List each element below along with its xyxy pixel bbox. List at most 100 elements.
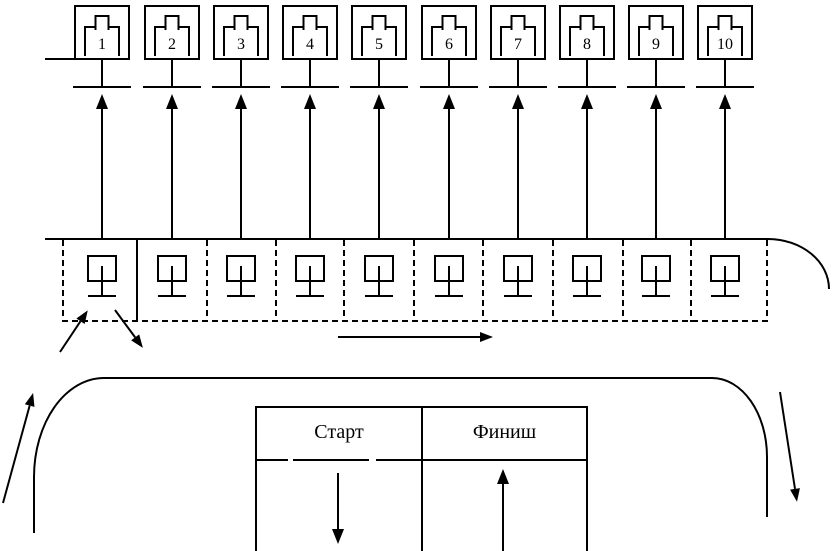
shot-direction-arrow	[96, 94, 108, 240]
target-silhouette-icon: 2	[154, 26, 190, 56]
finish-arrow	[497, 469, 509, 551]
lane-boundary	[552, 240, 554, 322]
arrow-up-icon	[166, 94, 178, 109]
shot-direction-arrow	[443, 94, 455, 240]
target-stand-base	[73, 86, 131, 88]
arrow-up-icon	[581, 94, 593, 109]
track-right-curve	[712, 377, 768, 517]
target-number: 10	[717, 36, 733, 53]
movement-direction-arrow	[338, 336, 480, 338]
lane-boundary	[343, 240, 345, 322]
firing-point-icon	[226, 255, 256, 297]
firing-point-icon	[434, 255, 464, 297]
lane-boundary	[413, 240, 415, 322]
target-silhouette-neck-icon	[164, 15, 180, 30]
target: 10	[696, 5, 754, 93]
lane-boundary	[690, 240, 692, 322]
target-stand-base	[212, 86, 270, 88]
target: 9	[627, 5, 685, 93]
firing-point-icon	[364, 255, 394, 297]
target-stand-base	[420, 86, 478, 88]
target-number: 9	[652, 36, 660, 53]
target: 2	[143, 5, 201, 93]
target-stand-stem	[240, 60, 242, 86]
arrow-up-icon	[497, 469, 509, 484]
start-label: Старт	[314, 420, 364, 443]
start-finish-divider	[421, 406, 423, 551]
target-number: 5	[375, 36, 383, 53]
firing-point-icon	[295, 255, 325, 297]
target-silhouette-icon: 4	[292, 26, 328, 56]
lane-boundary	[275, 240, 277, 322]
firing-point-icon	[572, 255, 602, 297]
arrow-up-icon	[443, 94, 455, 109]
target-number: 2	[168, 36, 176, 53]
target-stand-base	[350, 86, 408, 88]
target: 6	[420, 5, 478, 93]
track-top-edge	[103, 377, 713, 379]
target-stand-base	[489, 86, 547, 88]
target-number: 8	[583, 36, 591, 53]
lane-boundary	[62, 240, 64, 322]
target-stand-base	[696, 86, 754, 88]
arrow-up-icon	[512, 94, 524, 109]
target-stand-stem	[378, 60, 380, 86]
target-stand-base	[627, 86, 685, 88]
target-stand-base	[558, 86, 616, 88]
start-header-separator	[376, 459, 422, 461]
target-stand-stem	[101, 60, 103, 86]
shot-direction-arrow	[373, 94, 385, 240]
target-stand-stem	[309, 60, 311, 86]
target-stand-stem	[724, 60, 726, 86]
target-number: 1	[98, 36, 106, 53]
arrow-up-icon	[304, 94, 316, 109]
target-silhouette-icon: 3	[223, 26, 259, 56]
target-stand-stem	[586, 60, 588, 86]
arrow-up-icon	[235, 94, 247, 109]
shot-direction-arrow	[304, 94, 316, 240]
target: 1	[73, 5, 131, 93]
target-stand-base	[143, 86, 201, 88]
target-silhouette-icon: 10	[707, 26, 743, 56]
lane-boundary	[482, 240, 484, 322]
target-silhouette-icon: 1	[84, 26, 120, 56]
firing-point-icon	[503, 255, 533, 297]
target-silhouette-icon: 6	[431, 26, 467, 56]
arrow-up-icon	[96, 94, 108, 109]
target-stand-stem	[448, 60, 450, 86]
start-finish-left-border	[255, 406, 257, 551]
target-silhouette-icon: 8	[569, 26, 605, 56]
target: 4	[281, 5, 339, 93]
start-arrow	[332, 473, 344, 544]
firing-line	[45, 238, 769, 240]
target-silhouette-neck-icon	[94, 15, 110, 30]
target-silhouette-neck-icon	[579, 15, 595, 30]
target-number: 7	[514, 36, 522, 53]
target-silhouette-icon: 7	[500, 26, 536, 56]
arrow-up-icon	[650, 94, 662, 109]
target: 3	[212, 5, 270, 93]
target-silhouette-icon: 9	[638, 26, 674, 56]
firing-point-icon	[157, 255, 187, 297]
target-silhouette-neck-icon	[648, 15, 664, 30]
arrow-up-icon	[719, 94, 731, 109]
ground-line	[45, 58, 76, 60]
lane-boundary-solid	[136, 240, 138, 322]
target-silhouette-neck-icon	[233, 15, 249, 30]
target: 8	[558, 5, 616, 93]
track-direction-arrow-right	[779, 391, 796, 489]
target: 5	[350, 5, 408, 93]
start-header-separator	[255, 459, 288, 461]
target-stand-stem	[517, 60, 519, 86]
arrow-down-icon	[332, 529, 344, 544]
target-silhouette-neck-icon	[717, 15, 733, 30]
lane-boundary	[766, 240, 768, 322]
target: 7	[489, 5, 547, 93]
shot-direction-arrow	[512, 94, 524, 240]
shot-direction-arrow	[581, 94, 593, 240]
lane-exit-arrow	[114, 309, 136, 338]
target-silhouette-neck-icon	[371, 15, 387, 30]
firing-point-icon	[641, 255, 671, 297]
lane-boundary	[622, 240, 624, 322]
